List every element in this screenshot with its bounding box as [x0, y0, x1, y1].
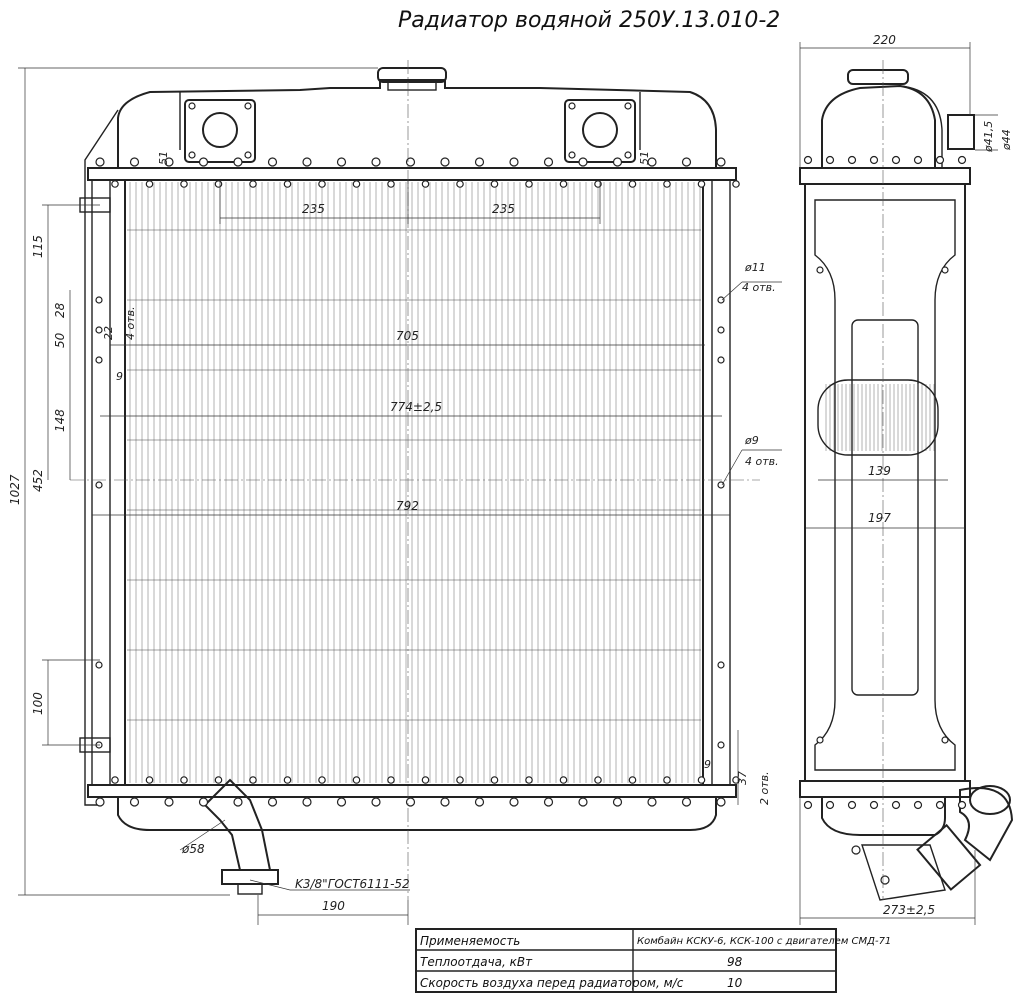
side-fin-window	[817, 379, 939, 456]
dim-9-left: 9	[116, 370, 123, 383]
dim-235-right: 235	[492, 202, 515, 216]
dim-235-left: 235	[302, 202, 325, 216]
dim-2otv: 2 отв.	[758, 771, 771, 805]
inlet-flange-right	[564, 99, 636, 163]
spec-label-applicability: Применяемость	[420, 934, 520, 948]
dim-51-left: 51	[157, 151, 170, 165]
dim-452: 452	[31, 469, 45, 492]
dim-51-right: 51	[638, 151, 651, 165]
outlet-pipe	[203, 778, 279, 895]
dim-phi11-count: 4 отв.	[742, 281, 776, 294]
spec-label-heat: Теплоотдача, кВт	[420, 955, 533, 969]
dim-100: 100	[31, 692, 45, 715]
dim-phi41-5: ø41,5	[982, 121, 995, 153]
dim-phi9-count: 4 отв.	[745, 455, 779, 468]
dim-190: 190	[322, 899, 345, 913]
dim-22: 22	[102, 326, 115, 340]
dim-phi11: ø11	[744, 261, 766, 274]
dim-k38: K3/8"ГОСТ6111-52	[295, 877, 410, 891]
spec-value-air-speed: 10	[727, 976, 743, 990]
dim-792: 792	[396, 499, 419, 513]
spec-value-applicability: Комбайн КСКУ-6, КСК-100 с двигателем СМД…	[637, 935, 891, 947]
spec-label-air-speed: Скорость воздуха перед радиатором, м/с	[420, 976, 684, 990]
dim-705: 705	[396, 329, 419, 343]
inlet-flange-left	[184, 99, 256, 163]
dim-50: 50	[53, 332, 67, 348]
dim-139: 139	[868, 464, 891, 478]
drawing-title: Радиатор водяной 250У.13.010-2	[398, 8, 780, 33]
dim-115: 115	[31, 235, 45, 258]
dim-4otv-left: 4 отв.	[124, 306, 137, 340]
dim-phi58: ø58	[181, 842, 205, 856]
dim-148: 148	[53, 409, 67, 432]
side-filler-cap	[847, 69, 909, 85]
front-view: 51 51 235 235 705 774±2,5 792 1027 115 2…	[8, 60, 782, 925]
dim-37: 37	[736, 771, 749, 785]
dim-1027: 1027	[8, 474, 22, 505]
dim-phi9: ø9	[744, 434, 759, 447]
dim-197: 197	[868, 511, 891, 525]
spec-value-heat: 98	[727, 955, 743, 969]
dim-220: 220	[873, 33, 896, 47]
dim-273: 273±2,5	[883, 903, 935, 917]
spec-table: Применяемость Комбайн КСКУ-6, КСК-100 с …	[415, 928, 891, 993]
side-view: 220 ø41,5 ø44 139 197 273±2,5	[799, 33, 1014, 925]
dim-9-right: 9	[704, 758, 711, 771]
radiator-core	[124, 179, 704, 786]
side-outlet-elbow	[851, 785, 1014, 901]
dim-phi44: ø44	[1000, 129, 1013, 151]
dim-774: 774±2,5	[390, 400, 442, 414]
dim-28: 28	[53, 302, 67, 318]
side-inlet-pipe	[947, 114, 975, 150]
